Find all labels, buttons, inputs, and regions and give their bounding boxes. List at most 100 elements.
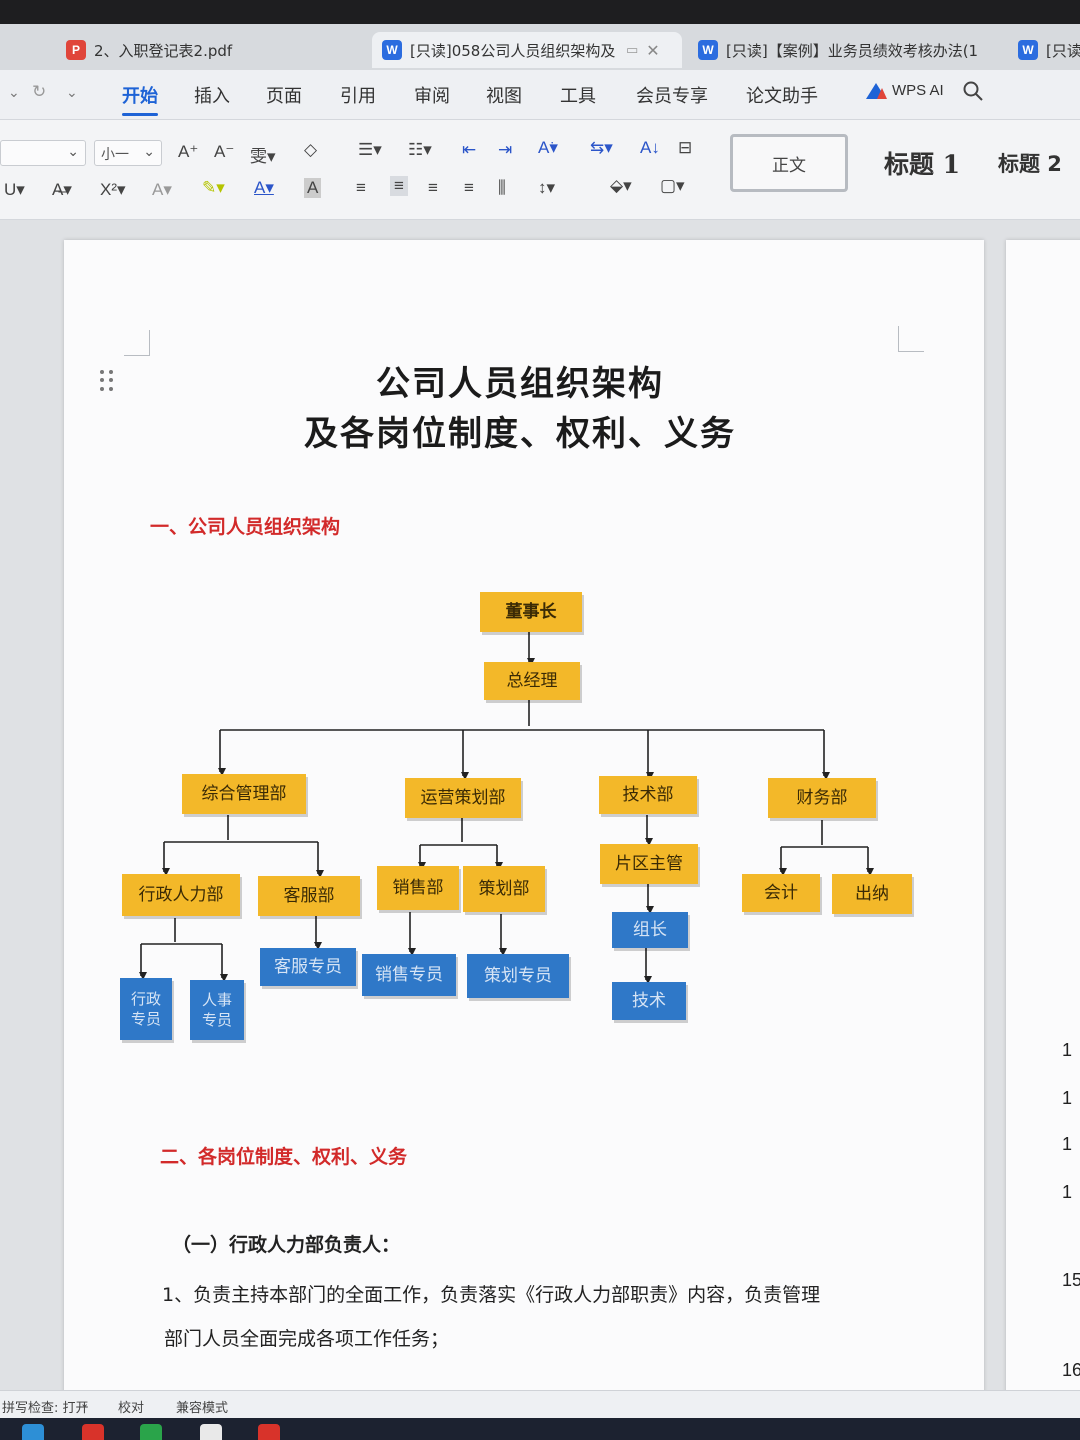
borders-icon[interactable]: ▢▾ [660, 176, 685, 195]
org-node-sales-staff: 销售专员 [362, 954, 456, 996]
menu-references[interactable]: 引用 [340, 86, 376, 107]
phonetic-guide-icon[interactable]: 雯▾ [250, 147, 276, 166]
side-page-text: 1 [1062, 1134, 1073, 1154]
wps-taskbar-icon[interactable] [82, 1424, 104, 1440]
org-node-planning-staff: 策划专员 [467, 954, 569, 998]
menu-insert[interactable]: 插入 [194, 86, 230, 107]
proofread-button[interactable]: 校对 [118, 1401, 145, 1416]
superscript-icon[interactable]: X²▾ [100, 180, 126, 199]
section-heading-org-structure: 一、公司人员组织架构 [150, 516, 341, 538]
justify-icon[interactable]: ≡ [464, 178, 474, 197]
screen-cast-icon[interactable]: ▭ [626, 42, 639, 58]
menu-review[interactable]: 审阅 [414, 86, 450, 107]
formatting-toolbar: ⌄ 小一⌄ A⁺ A⁻ 雯▾ ◇ U▾ A̶▾ X²▾ A▾ ✎▾ A▾ A ☰… [0, 120, 1080, 220]
font-size-select[interactable]: 小一⌄ [94, 140, 162, 166]
compat-mode-label: 兼容模式 [176, 1401, 229, 1416]
drag-handle-icon[interactable] [100, 370, 114, 392]
style-heading-2[interactable]: 标题 2 [998, 152, 1062, 176]
chevron-down-icon[interactable]: ⌄ [80, 1397, 90, 1410]
tab-pdf-registration[interactable]: P 2、入职登记表2.pdf [66, 32, 306, 68]
underline-icon[interactable]: U▾ [4, 180, 25, 199]
shrink-font-icon[interactable]: A⁻ [214, 142, 235, 161]
os-taskbar [0, 1418, 1080, 1440]
tab-readonly-doc[interactable]: W [只读 [1018, 32, 1080, 68]
spellcheck-status[interactable]: 拼写检查: 打开 [2, 1401, 89, 1416]
chinese-layout-icon[interactable]: A͘▾ [538, 138, 558, 157]
org-node-chairman: 董事长 [480, 592, 582, 632]
grow-font-icon[interactable]: A⁺ [178, 142, 199, 161]
word-file-icon: W [1018, 40, 1038, 60]
menu-view[interactable]: 视图 [486, 86, 522, 107]
org-node-operations-dept: 运营策划部 [405, 778, 521, 818]
decrease-indent-icon[interactable]: ⇤ [462, 140, 477, 159]
shading-fill-icon[interactable]: ⬙▾ [610, 176, 632, 195]
clear-format-icon[interactable]: ◇ [304, 140, 318, 159]
side-page-text: 15 [1062, 1270, 1080, 1290]
increase-indent-icon[interactable]: ⇥ [498, 140, 513, 159]
distributed-align-icon[interactable]: ⫼ [498, 178, 506, 197]
numbered-list-icon[interactable]: ☷▾ [408, 140, 432, 159]
style-normal[interactable]: 正文 [730, 134, 848, 192]
wps-ai-label: WPS AI [892, 82, 944, 99]
style-heading-1[interactable]: 标题 1 [883, 150, 961, 179]
align-left-icon[interactable]: ≡ [356, 178, 366, 197]
org-node-accountant: 会计 [742, 874, 820, 912]
sort-icon[interactable]: A↓ [640, 138, 660, 157]
org-node-service-dept: 客服部 [258, 876, 360, 916]
org-node-technician: 技术 [612, 982, 686, 1020]
org-node-cashier: 出纳 [832, 874, 912, 914]
org-node-sales-dept: 销售部 [377, 866, 459, 910]
next-page-preview[interactable] [1006, 240, 1080, 1400]
org-node-finance-dept: 财务部 [768, 778, 876, 818]
font-color-icon[interactable]: A▾ [254, 178, 274, 197]
chevron-down-icon[interactable]: ⌄ [8, 84, 20, 100]
org-node-hr-staff: 人事专员 [190, 980, 244, 1040]
redo-icon[interactable]: ↻ [32, 82, 47, 101]
text-direction-icon[interactable]: ⇆▾ [590, 138, 613, 157]
font-family-select[interactable]: ⌄ [0, 140, 86, 166]
text-effect-icon[interactable]: A▾ [152, 180, 172, 199]
section-heading-duties: 二、各岗位制度、权利、义务 [160, 1146, 408, 1168]
highlight-icon[interactable]: ✎▾ [202, 178, 225, 197]
document-title-line2: 及各岗位制度、权利、义务 [304, 414, 736, 454]
show-marks-icon[interactable]: ⊟ [678, 138, 693, 157]
char-shading-icon[interactable]: A [304, 178, 322, 198]
page-margin-mark [124, 330, 150, 356]
menu-page[interactable]: 页面 [266, 86, 302, 107]
side-page-text: 1 [1062, 1040, 1073, 1060]
document-page[interactable] [64, 240, 984, 1400]
org-node-tech-dept: 技术部 [599, 776, 697, 814]
align-center-icon[interactable]: ≡ [390, 176, 408, 196]
paragraph-line: 1、负责主持本部门的全面工作，负责落实《行政人力部职责》内容，负责管理 [162, 1284, 821, 1306]
ribbon-menu-bar: ⌄ ↻ ⌄ 开始 插入 页面 引用 审阅 视图 工具 会员专享 论文助手 WPS… [0, 70, 1080, 120]
word-file-icon: W [698, 40, 718, 60]
bullet-list-icon[interactable]: ☰▾ [358, 140, 382, 159]
side-page-text: 1 [1062, 1088, 1073, 1108]
chevron-down-icon[interactable]: ⌄ [66, 84, 78, 100]
side-page-text: 16 [1062, 1360, 1080, 1380]
strikethrough-icon[interactable]: A̶▾ [52, 180, 72, 199]
org-node-admin-staff: 行政专员 [120, 978, 172, 1040]
monitor-bezel [0, 0, 1080, 24]
wps-ai-button[interactable]: WPS AI [866, 82, 944, 99]
subsection-heading-hr-lead: （一）行政人力部负责人： [172, 1234, 401, 1256]
tab-label: [只读 [1046, 41, 1080, 60]
close-icon[interactable]: ✕ [646, 40, 660, 60]
wechat-taskbar-icon[interactable] [140, 1424, 162, 1440]
org-node-team-leader: 组长 [612, 912, 688, 948]
taskbar-app-icon[interactable] [258, 1424, 280, 1440]
tab-performance-doc[interactable]: W [只读]【案例】业务员绩效考核办法(1 [698, 32, 998, 68]
line-spacing-icon[interactable]: ↕▾ [538, 178, 556, 197]
menu-thesis-assistant[interactable]: 论文助手 [746, 86, 818, 107]
menu-home[interactable]: 开始 [122, 82, 158, 116]
tab-label: 2、入职登记表2.pdf [94, 41, 233, 60]
menu-tools[interactable]: 工具 [560, 86, 596, 107]
org-node-planning-dept: 策划部 [463, 866, 545, 912]
menu-member[interactable]: 会员专享 [636, 86, 708, 107]
search-icon[interactable] [962, 80, 984, 102]
tab-org-structure-doc[interactable]: W [只读]058公司人员组织架构及 ▭ ✕ [372, 32, 682, 68]
org-node-area-manager: 片区主管 [600, 844, 698, 884]
align-right-icon[interactable]: ≡ [428, 178, 438, 197]
taskbar-app-icon[interactable] [200, 1424, 222, 1440]
taskbar-app-icon[interactable] [22, 1424, 44, 1440]
